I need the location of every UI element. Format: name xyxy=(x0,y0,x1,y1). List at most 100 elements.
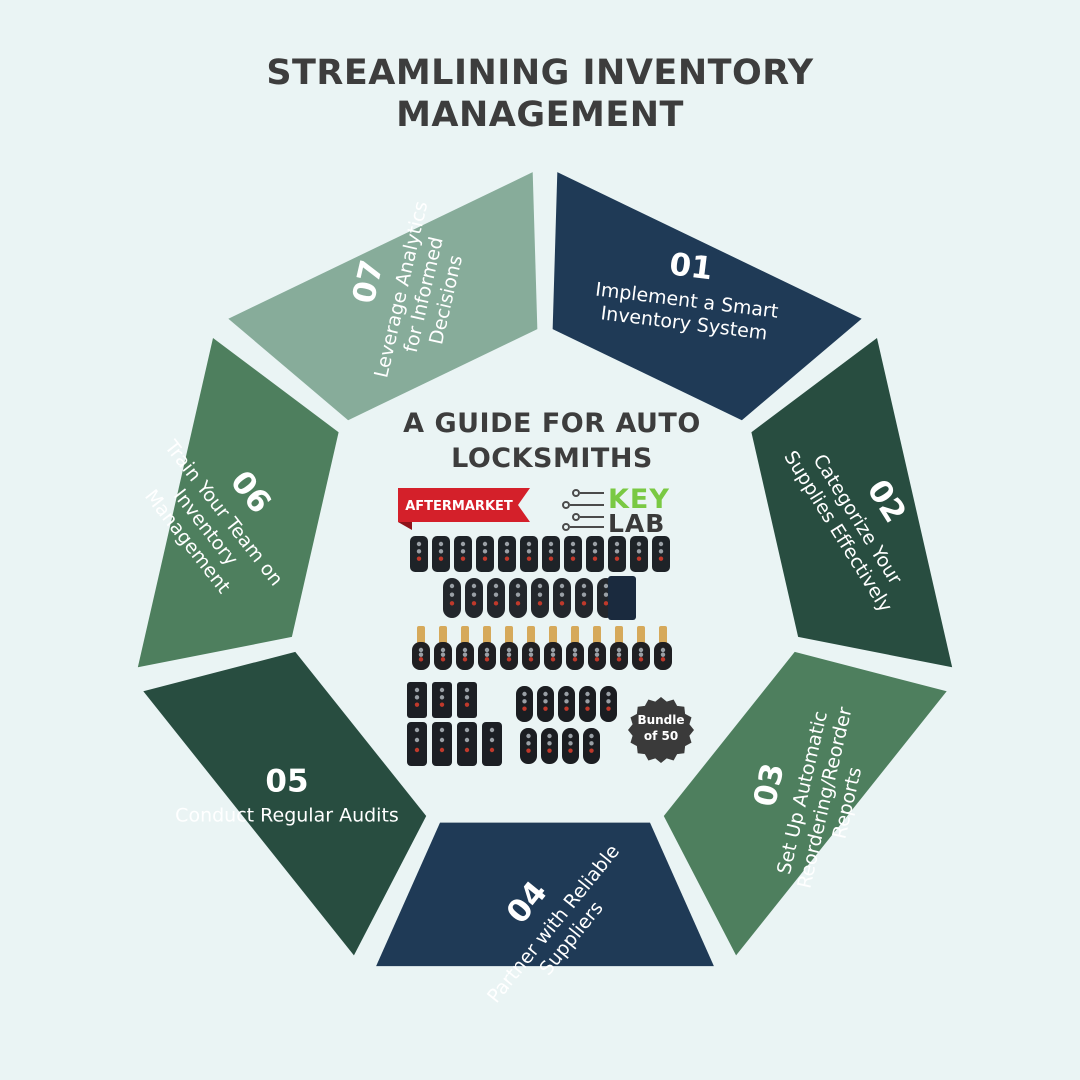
segment-shape-03 xyxy=(663,651,947,956)
key-fob-shape xyxy=(457,682,477,718)
key-fob-button xyxy=(581,601,587,606)
key-fob-button xyxy=(547,748,552,753)
key-fob-button xyxy=(504,541,510,547)
key-fob-button xyxy=(414,687,420,693)
key-fob-button xyxy=(439,747,445,753)
key-fob-shape xyxy=(564,536,582,572)
key-fob-button xyxy=(506,647,512,653)
key-fob-button xyxy=(416,556,422,561)
key-fob-button xyxy=(522,699,527,704)
key-fob-shape xyxy=(439,626,447,644)
key-fob-button xyxy=(547,733,552,739)
key-fob-button xyxy=(537,583,543,589)
key-fob-button xyxy=(581,583,587,589)
key-fob-button xyxy=(572,652,578,657)
key-fob-button xyxy=(439,737,445,743)
key-fob-button xyxy=(616,652,622,657)
key-fob-button xyxy=(589,741,594,746)
key-fob-button xyxy=(592,541,598,547)
key-fob-shape xyxy=(407,682,427,718)
key-fob-shape xyxy=(659,626,667,644)
key-fob-button xyxy=(564,706,569,711)
key-fob-shape xyxy=(432,536,450,572)
key-fob-shape xyxy=(531,578,549,618)
key-fob-button xyxy=(418,657,424,662)
key-fob-button xyxy=(439,695,445,700)
key-fob-shape xyxy=(615,626,623,644)
key-fob-button xyxy=(493,583,499,589)
key-fob-shape xyxy=(608,536,626,572)
key-fob-button xyxy=(506,652,512,657)
key-fob-button xyxy=(471,583,477,589)
key-fob-button xyxy=(585,699,590,704)
key-fob-button xyxy=(636,549,642,554)
aftermarket-ribbon: AFTERMARKET xyxy=(398,488,530,530)
segment-shape-07 xyxy=(228,172,538,421)
key-fob-button xyxy=(603,592,609,597)
segment-shape-06 xyxy=(137,337,339,668)
key-fob-button xyxy=(616,657,622,662)
key-fob-button xyxy=(482,549,488,554)
key-fob-shape xyxy=(454,536,472,572)
key-fob-button xyxy=(594,657,600,662)
key-fob-shape xyxy=(498,536,516,572)
key-fob-button xyxy=(547,741,552,746)
key-fob-shape xyxy=(558,686,575,722)
key-fob-button xyxy=(438,549,444,554)
key-fob-button xyxy=(570,556,576,561)
key-fob-button xyxy=(572,657,578,662)
key-fob-button xyxy=(564,699,569,704)
key-fob-shape xyxy=(482,722,502,766)
key-fob-shape xyxy=(417,626,425,644)
key-fob-shape xyxy=(637,626,645,644)
logo-lab-text: LAB xyxy=(608,509,665,538)
segment-number-05: 05 xyxy=(265,763,308,799)
key-fob-button xyxy=(589,733,594,739)
ribbon-label: AFTERMARKET xyxy=(405,499,513,514)
key-fob-button xyxy=(462,647,468,653)
key-fob-button xyxy=(522,706,527,711)
key-fob-button xyxy=(462,652,468,657)
key-fob-button xyxy=(548,549,554,554)
key-fob-button xyxy=(636,541,642,547)
key-fob-shape xyxy=(600,686,617,722)
key-fob-button xyxy=(550,647,556,653)
key-fob-button xyxy=(439,727,445,733)
segment-shape-01 xyxy=(552,172,862,421)
key-fob-button xyxy=(504,549,510,554)
key-fob-button xyxy=(482,556,488,561)
key-fob-button xyxy=(515,592,521,597)
key-fob-shape xyxy=(407,722,427,766)
title-line-1: STREAMLINING INVENTORY xyxy=(266,53,814,93)
key-fob-button xyxy=(592,556,598,561)
key-fob-button xyxy=(449,592,455,597)
key-fob-button xyxy=(658,549,664,554)
center-title-line-2: LOCKSMITHS xyxy=(451,443,653,474)
key-fob-button xyxy=(606,706,611,711)
key-fob-shape xyxy=(465,578,483,618)
key-fob-button xyxy=(660,647,666,653)
title-line-2: MANAGEMENT xyxy=(396,95,684,135)
key-fob-button xyxy=(414,727,420,733)
key-fob-button xyxy=(489,727,495,733)
key-fob-shape xyxy=(520,728,537,764)
key-fob-button xyxy=(515,601,521,606)
key-fob-button xyxy=(493,601,499,606)
key-fob-shape xyxy=(457,722,477,766)
key-fob-shape xyxy=(541,728,558,764)
key-fob-shape xyxy=(579,686,596,722)
key-fob-button xyxy=(418,652,424,657)
key-fob-button xyxy=(636,556,642,561)
key-fob-button xyxy=(638,652,644,657)
circuit-icon xyxy=(562,489,604,531)
key-fob-button xyxy=(526,541,532,547)
key-fob-button xyxy=(528,647,534,653)
key-fob-button xyxy=(592,549,598,554)
key-fob-button xyxy=(614,549,620,554)
key-fob-button xyxy=(418,647,424,653)
key-fob-button xyxy=(526,748,531,753)
keylab-logo: KEY LAB xyxy=(562,484,669,538)
key-fob-button xyxy=(603,601,609,606)
segment-number-01: 01 xyxy=(667,246,714,287)
